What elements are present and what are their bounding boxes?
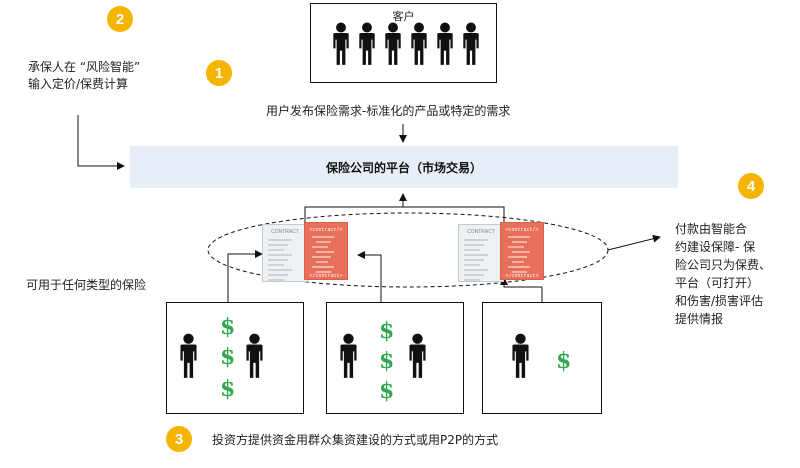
- arrow-investor2: [357, 251, 382, 302]
- code-contract-icon: <contract/> </contract>: [500, 222, 544, 284]
- dollar-icon: $: [556, 348, 572, 374]
- person-icon: [382, 22, 404, 70]
- underwriter-text: 承保人在 “风险智能” 输入定价/保费计算: [28, 59, 140, 93]
- payout-line: 和伤害/损害评估: [675, 294, 764, 308]
- underwriter-line: 承保人在 “风险智能”: [28, 60, 141, 74]
- arrow-underwriter-to-platform: [77, 115, 125, 170]
- payout-line: 险公司只为保费、: [675, 258, 772, 272]
- person-icon: [408, 22, 430, 70]
- person-icon: [406, 333, 429, 383]
- person-icon: [509, 333, 532, 383]
- badge-2: 2: [107, 6, 133, 32]
- dollar-icon: $: [379, 318, 395, 344]
- svg-text:</contract>: </contract>: [505, 273, 538, 279]
- person-icon: [330, 22, 352, 70]
- person-icon: [243, 333, 266, 383]
- code-contract-icon: <contract/> </contract>: [304, 222, 348, 284]
- payout-text: 付款由智能合 约建设保障- 保 险公司只为保费、 平台（可打开） 和伤害/损害评…: [675, 220, 771, 328]
- investor-text: 投资方提供资金用群众集资建设的方式或用P2P的方式: [212, 433, 499, 447]
- investor-box-1: [166, 302, 304, 414]
- request-text: 用户发布保险需求-标准化的产品或特定的需求: [266, 104, 511, 118]
- contracts-bracket: [304, 206, 505, 226]
- payout-line: 平台（可打开）: [675, 276, 760, 290]
- payout-line: 提供情报: [675, 312, 724, 326]
- svg-text:CONTRACT: CONTRACT: [271, 229, 299, 235]
- person-icon: [434, 22, 456, 70]
- customers-title: 客户: [392, 10, 415, 23]
- dollar-icon: $: [379, 378, 395, 404]
- person-icon: [356, 22, 378, 70]
- dollar-icon: $: [220, 376, 236, 402]
- platform-label: 保险公司的平台（市场交易）: [325, 160, 482, 175]
- svg-text:<contract/>: <contract/>: [309, 227, 342, 233]
- dollar-icon: $: [379, 348, 395, 374]
- insurance-platform: 保险公司的平台（市场交易）: [130, 146, 678, 188]
- svg-text:CONTRACT: CONTRACT: [467, 229, 495, 235]
- person-icon: [177, 333, 200, 383]
- payout-line: 付款由智能合: [675, 222, 748, 236]
- dollar-icon: $: [220, 344, 236, 370]
- badge-1: 1: [206, 60, 232, 86]
- arrow-investor1: [227, 250, 263, 302]
- person-icon: [460, 22, 482, 70]
- payout-line: 约建设保障- 保: [675, 240, 756, 254]
- svg-text:<contract/>: <contract/>: [505, 227, 538, 233]
- investor-box-3: [482, 302, 602, 414]
- person-icon: [337, 333, 360, 383]
- arrow-to-payout: [607, 234, 661, 251]
- any-insurance-text: 可用于任何类型的保险: [26, 278, 147, 292]
- contract-document-icon: CONTRACT: [262, 224, 308, 286]
- underwriter-line: 输入定价/保费计算: [28, 77, 129, 91]
- dollar-icon: $: [220, 314, 236, 340]
- badge-4: 4: [738, 173, 764, 199]
- svg-text:</contract>: </contract>: [309, 273, 342, 279]
- badge-3: 3: [166, 426, 192, 452]
- contract-document-icon: CONTRACT: [458, 224, 504, 286]
- arrow-investor3: [500, 277, 543, 302]
